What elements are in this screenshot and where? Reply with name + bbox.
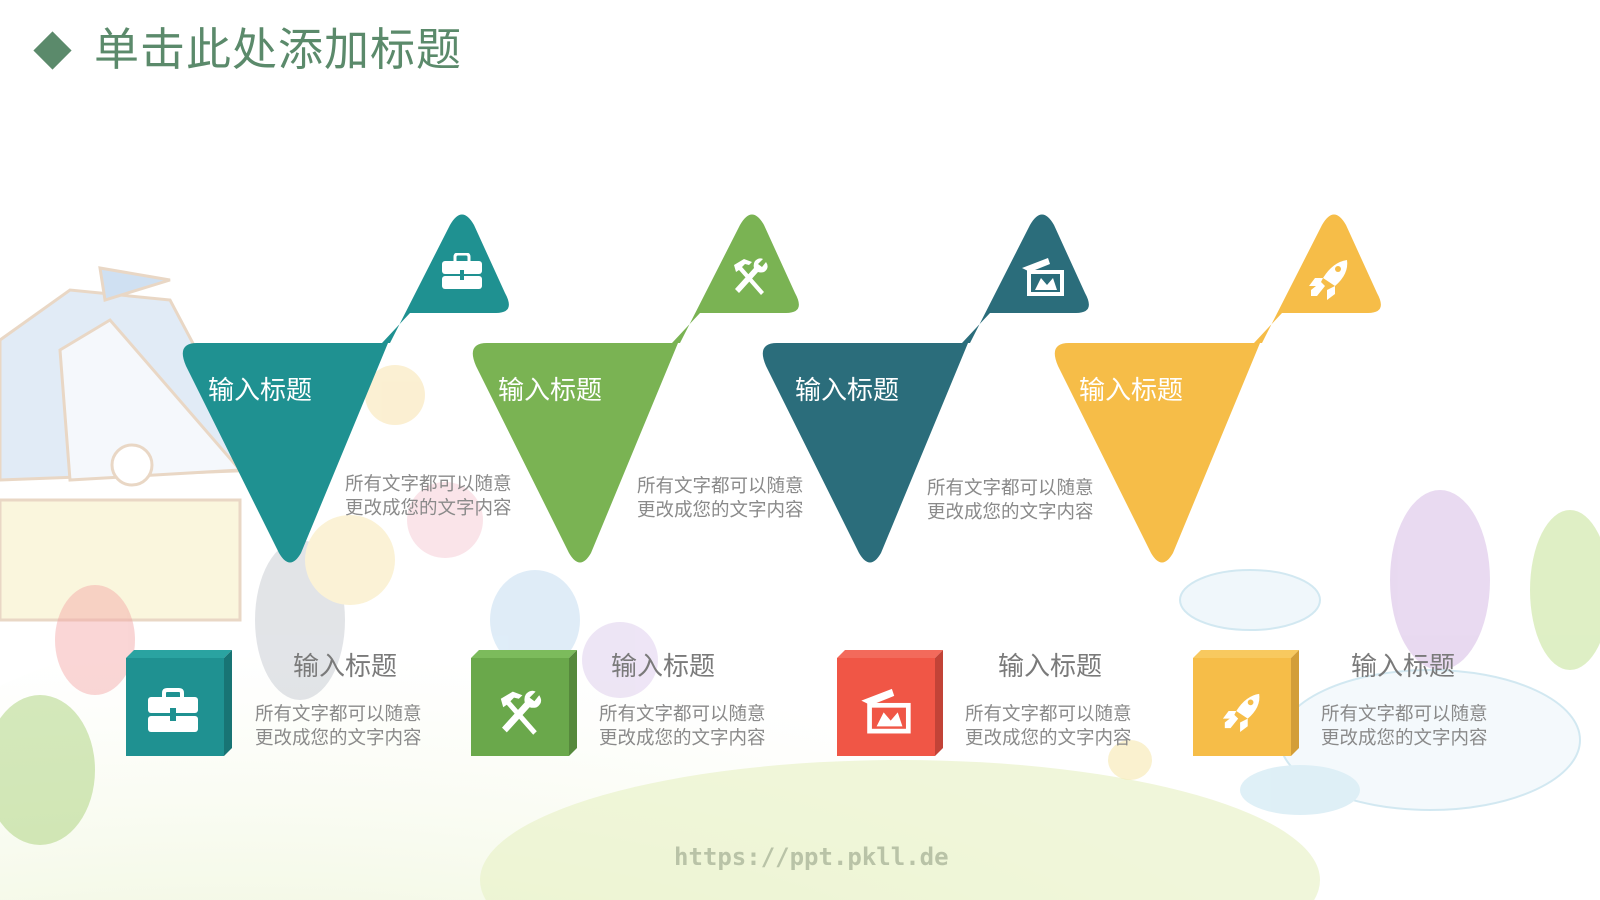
bottom-item-2-desc[interactable]: 所有文字都可以随意 更改成您的文字内容 bbox=[599, 703, 766, 751]
triangle-shape-2[interactable] bbox=[472, 214, 799, 563]
cube-top-face bbox=[471, 650, 577, 658]
cube-front-face bbox=[1193, 658, 1291, 756]
desc-line-2: 更改成您的文字内容 bbox=[637, 500, 804, 521]
rocket-icon bbox=[1222, 693, 1260, 732]
bottom-item-3-cube[interactable] bbox=[837, 650, 943, 756]
desc-line-1: 所有文字都可以随意 bbox=[599, 704, 766, 725]
top-item-1-title[interactable]: 输入标题 bbox=[208, 376, 313, 406]
bottom-item-2-title[interactable]: 输入标题 bbox=[611, 652, 716, 682]
slide-title-area: 单击此处添加标题 bbox=[33, 22, 463, 78]
desc-line-2: 更改成您的文字内容 bbox=[599, 728, 766, 749]
slide-title[interactable]: 单击此处添加标题 bbox=[94, 23, 463, 76]
cube-side-face bbox=[224, 650, 232, 756]
desc-line-1: 所有文字都可以随意 bbox=[927, 478, 1094, 499]
bottom-item-3-desc[interactable]: 所有文字都可以随意 更改成您的文字内容 bbox=[965, 703, 1132, 751]
bottom-item-4-title[interactable]: 输入标题 bbox=[1351, 652, 1456, 682]
top-item-3-title[interactable]: 输入标题 bbox=[795, 376, 900, 406]
tools-icon bbox=[500, 690, 542, 735]
bottom-item-2-cube[interactable] bbox=[471, 650, 577, 756]
cube-side-face bbox=[569, 650, 577, 756]
desc-line-2: 更改成您的文字内容 bbox=[965, 728, 1132, 749]
desc-line-2: 更改成您的文字内容 bbox=[927, 502, 1094, 523]
desc-line-2: 更改成您的文字内容 bbox=[1321, 728, 1488, 749]
diamond-bullet-icon bbox=[33, 30, 72, 70]
cube-front-face bbox=[471, 658, 569, 756]
triangle-shape-1[interactable] bbox=[182, 214, 509, 563]
pictures-icon bbox=[1022, 258, 1064, 296]
triangle-shape-3[interactable] bbox=[762, 214, 1089, 563]
desc-line-1: 所有文字都可以随意 bbox=[637, 476, 804, 497]
rocket-icon bbox=[1309, 260, 1348, 300]
bottom-item-1-desc[interactable]: 所有文字都可以随意 更改成您的文字内容 bbox=[255, 703, 422, 751]
cube-front-face bbox=[126, 658, 224, 756]
bottom-item-4-desc[interactable]: 所有文字都可以随意 更改成您的文字内容 bbox=[1321, 703, 1488, 751]
briefcase-icon bbox=[148, 688, 198, 732]
top-item-1-desc[interactable]: 所有文字都可以随意 更改成您的文字内容 bbox=[345, 473, 512, 521]
cube-top-face bbox=[837, 650, 943, 658]
cube-front-face bbox=[837, 658, 935, 756]
briefcase-icon bbox=[442, 253, 482, 289]
cube-side-face bbox=[935, 650, 943, 756]
desc-line-1: 所有文字都可以随意 bbox=[345, 474, 512, 495]
cube-top-face bbox=[126, 650, 232, 658]
cube-top-face bbox=[1193, 650, 1299, 658]
tools-icon bbox=[734, 258, 768, 295]
bottom-item-1-title[interactable]: 输入标题 bbox=[293, 652, 398, 682]
desc-line-1: 所有文字都可以随意 bbox=[965, 704, 1132, 725]
pictures-icon bbox=[861, 688, 911, 734]
top-item-2-desc[interactable]: 所有文字都可以随意 更改成您的文字内容 bbox=[637, 475, 804, 523]
triangle-shape-4[interactable] bbox=[1054, 214, 1381, 563]
top-item-3-desc[interactable]: 所有文字都可以随意 更改成您的文字内容 bbox=[927, 477, 1094, 525]
top-item-2-title[interactable]: 输入标题 bbox=[498, 376, 603, 406]
desc-line-2: 更改成您的文字内容 bbox=[345, 498, 512, 519]
watermark-url: https://ppt.pkll.de bbox=[674, 843, 949, 871]
top-item-4-title[interactable]: 输入标题 bbox=[1079, 376, 1184, 406]
desc-line-1: 所有文字都可以随意 bbox=[255, 704, 422, 725]
bottom-item-3-title[interactable]: 输入标题 bbox=[998, 652, 1103, 682]
bottom-item-4-cube[interactable] bbox=[1193, 650, 1299, 756]
desc-line-2: 更改成您的文字内容 bbox=[255, 728, 422, 749]
desc-line-1: 所有文字都可以随意 bbox=[1321, 704, 1488, 725]
cube-side-face bbox=[1291, 650, 1299, 756]
bottom-item-1-cube[interactable] bbox=[126, 650, 232, 756]
